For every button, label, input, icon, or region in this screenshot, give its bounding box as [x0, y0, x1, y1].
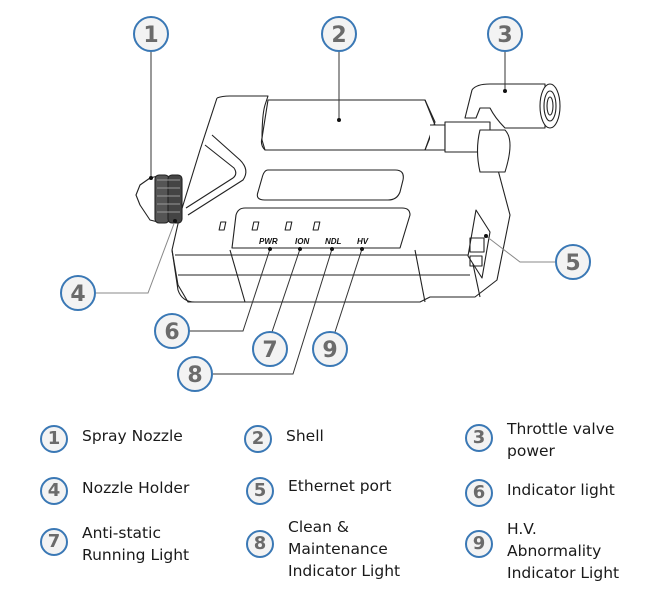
legend-label: Shell: [286, 427, 324, 445]
svg-text:3: 3: [497, 23, 512, 48]
legend-item-8: 8 Clean & Maintenance Indicator Light: [246, 518, 400, 582]
throttle-valve-illustration: [430, 83, 561, 173]
panel-label-ion: ION: [295, 237, 309, 246]
legend-badge: 3: [465, 424, 493, 452]
middle-slot: [256, 169, 404, 201]
leader-7: [271, 248, 301, 333]
legend-badge: 1: [40, 425, 68, 453]
legend-item-5: 5 Ethernet port: [246, 477, 391, 505]
ethernet-port-illustration: [467, 209, 491, 279]
panel-labels: PWR ION NDL HV: [259, 237, 369, 246]
callout-9: 9: [312, 331, 348, 367]
svg-text:7: 7: [262, 338, 277, 363]
legend-badge: 6: [465, 479, 493, 507]
device-diagram: PWR ION NDL HV 1 2 3 4 5 6 7 8 9: [60, 16, 591, 392]
parts-legend: 1 Spray Nozzle 2 Shell 3 Throttle valve …: [0, 400, 659, 607]
panel-label-ndl: NDL: [325, 237, 342, 246]
legend-label: Anti-static Running Light: [82, 524, 190, 564]
led-ndl: [284, 221, 293, 231]
callout-1: 1: [133, 16, 169, 52]
legend-item-2: 2 Shell: [244, 425, 324, 453]
leader-6: [189, 248, 271, 332]
callout-6: 6: [154, 313, 190, 349]
legend-item-9: 9 H.V. Abnormality Indicator Light: [465, 520, 619, 584]
legend-label: H.V. Abnormality Indicator Light: [507, 520, 620, 582]
led-hv: [312, 221, 321, 231]
legend-item-6: 6 Indicator light: [465, 479, 615, 507]
shell-body: [171, 97, 511, 303]
svg-text:4: 4: [70, 282, 85, 307]
leader-8: [213, 248, 333, 375]
v-groove: [185, 134, 247, 216]
legend-item-7: 7 Anti-static Running Light: [40, 524, 189, 566]
led-row: [218, 221, 321, 231]
svg-text:6: 6: [164, 320, 179, 345]
legend-badge: 9: [465, 530, 493, 558]
indicator-panel: [231, 207, 411, 249]
legend-label: Nozzle Holder: [82, 479, 190, 497]
callout-2: 2: [321, 16, 357, 52]
legend-item-4: 4 Nozzle Holder: [40, 477, 189, 505]
callout-8: 8: [177, 356, 213, 392]
svg-text:1: 1: [143, 23, 158, 48]
panel-label-hv: HV: [357, 237, 369, 246]
led-ion: [251, 221, 260, 231]
svg-text:9: 9: [322, 338, 337, 363]
legend-label: Ethernet port: [288, 477, 392, 495]
callout-5: 5: [555, 244, 591, 280]
legend-badge: 7: [40, 528, 68, 556]
legend-item-3: 3 Throttle valve power: [465, 420, 614, 462]
leader-dots: [149, 89, 507, 251]
shell-top-recess: [260, 99, 436, 151]
leader-9: [334, 248, 363, 333]
leader-5: [485, 235, 555, 263]
leader-4: [96, 220, 176, 294]
legend-badge: 4: [40, 477, 68, 505]
spray-nozzle-illustration: [135, 174, 183, 224]
legend-label: Indicator light: [507, 481, 615, 499]
legend-badge: 5: [246, 477, 274, 505]
led-pwr: [218, 221, 227, 231]
lower-band: [171, 249, 481, 303]
legend-label: Spray Nozzle: [82, 427, 183, 445]
callout-7: 7: [252, 331, 288, 367]
legend-badge: 8: [246, 530, 274, 558]
legend-badge: 2: [244, 425, 272, 453]
leader-lines: [96, 52, 555, 375]
device-illustration: [135, 83, 561, 303]
legend-label: Throttle valve power: [507, 420, 615, 460]
svg-text:8: 8: [187, 363, 202, 388]
callout-3: 3: [487, 16, 523, 52]
callouts: 1 2 3 4 5 6 7 8 9: [60, 16, 591, 392]
legend-item-1: 1 Spray Nozzle: [40, 425, 183, 453]
callout-4: 4: [60, 275, 96, 311]
svg-text:2: 2: [331, 23, 346, 48]
panel-label-pwr: PWR: [259, 237, 278, 246]
svg-text:5: 5: [565, 251, 580, 276]
shell-top: [216, 95, 436, 151]
legend-label: Clean & Maintenance Indicator Light: [288, 518, 401, 580]
